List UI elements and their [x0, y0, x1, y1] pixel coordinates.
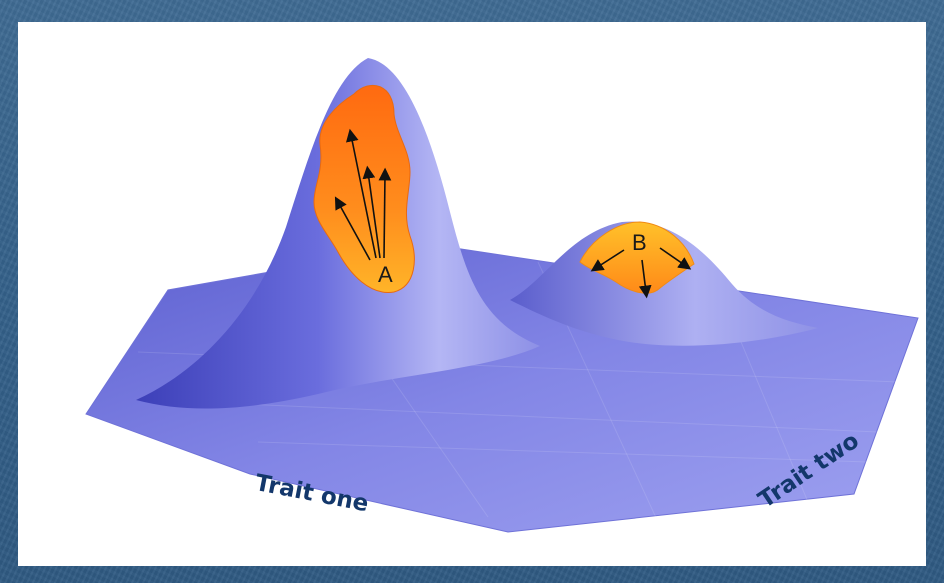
peak-b-label: B: [632, 230, 647, 255]
peak-a-arrows: [334, 128, 392, 261]
peak-b-arrows: [590, 247, 692, 299]
landscape-panel: A B Trait one Trait two: [18, 22, 926, 566]
fitness-landscape-svg: A B: [85, 58, 919, 533]
peak-a-region: [313, 84, 415, 293]
peak-a-label: A: [378, 262, 393, 287]
surface-mesh: [137, 261, 899, 523]
peak-b-region: [579, 221, 695, 294]
